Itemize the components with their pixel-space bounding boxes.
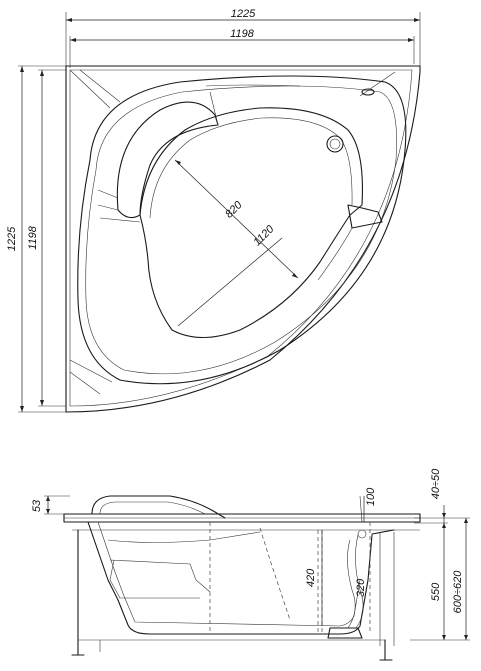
dim-body-height: 550 (430, 582, 442, 601)
left-leg (71, 529, 85, 656)
overflow-ellipse (361, 88, 375, 96)
dim-diag-outer: 1120 (251, 223, 277, 249)
dim-depth: 420 (305, 568, 317, 587)
dim-drain-height: 320 (355, 578, 367, 597)
dim-width-outer: 1225 (231, 8, 256, 20)
dim-height-outer: 1225 (6, 226, 18, 251)
dim-height-inner: 1198 (27, 225, 39, 250)
right-leg (379, 639, 393, 661)
dim-seat-height: 100 (365, 487, 377, 506)
top-view: 1225 1198 1225 1198 (6, 8, 421, 413)
tub-outer-rim (65, 65, 421, 413)
backrest-seat (116, 101, 219, 219)
dim-width-inner: 1198 (230, 28, 255, 40)
basin-inner (139, 107, 363, 338)
side-view: 53 100 40÷50 420 320 550 600÷620 (31, 468, 470, 661)
basin-outer-contour (77, 75, 407, 385)
tub-body-profile (87, 521, 373, 635)
dim-overflow-gap: 40÷50 (430, 468, 442, 499)
drain-circle (326, 135, 344, 153)
dim-rim-height: 53 (31, 499, 43, 512)
diag-dim-line (174, 159, 299, 279)
headrest (91, 495, 226, 519)
dim-diag-inner: 820 (223, 199, 245, 221)
dim-total-height: 600÷620 (452, 570, 464, 614)
